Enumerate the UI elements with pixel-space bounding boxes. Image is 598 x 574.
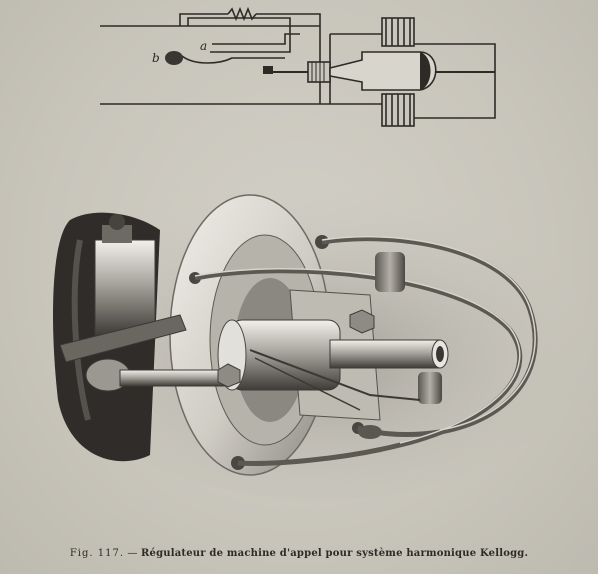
resistor-wire-left (179, 13, 228, 26)
clamp-arm (59, 314, 187, 363)
spring-contact-a (181, 55, 285, 64)
hex-nut (349, 309, 375, 334)
contact-spring (249, 349, 421, 401)
regulator-photograph (50, 180, 580, 500)
pole-piece-bottom (418, 372, 442, 404)
hex-nut (217, 363, 241, 388)
pole-piece-top (375, 252, 405, 292)
regulator-schematic: b a (100, 6, 496, 127)
figure-caption: Fig. 117. — Régulateur de machine d'appe… (0, 548, 598, 559)
label-b: b (152, 51, 160, 65)
figure-title: Régulateur de machine d'appel pour systè… (141, 548, 529, 559)
post-cap (102, 225, 132, 243)
caption-dash: — (127, 548, 138, 559)
label-a: a (200, 39, 207, 53)
armature-bell (329, 51, 437, 91)
post-top-screw (109, 214, 125, 230)
shaft-stop (263, 66, 273, 74)
right-frame-wire (390, 43, 496, 119)
adjust-screw (358, 425, 382, 439)
coil-bottom (381, 93, 415, 127)
inner-loop-wire (187, 17, 291, 53)
coil-top (381, 17, 415, 47)
resistor-wire-right (256, 13, 321, 26)
contact-ball-b (165, 51, 183, 65)
shaft-collar (307, 61, 331, 83)
contact-wire (212, 33, 300, 45)
support-post (94, 239, 156, 336)
protruding-tube (329, 339, 441, 369)
armature-cap (420, 52, 431, 90)
figure-number: Fig. 117. (69, 548, 125, 559)
